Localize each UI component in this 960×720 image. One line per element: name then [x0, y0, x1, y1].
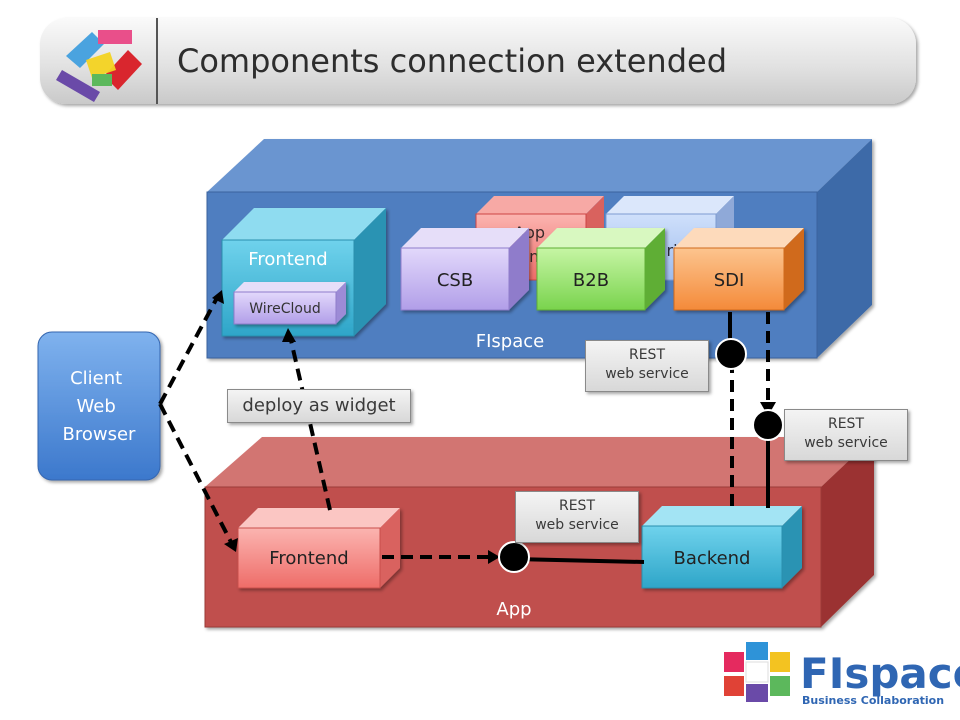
client-to-fispace-connector — [158, 295, 220, 405]
arrowhead-icon — [212, 290, 224, 304]
brand-arrows-icon — [56, 30, 142, 102]
fispace-logo-mark-icon — [724, 642, 790, 702]
rest-right-line2: web service — [804, 435, 888, 451]
rest-bottom-line1: REST — [558, 498, 595, 514]
csb-box — [400, 228, 529, 311]
backend-label: Backend — [674, 548, 751, 569]
logo-name: FIspace — [800, 649, 960, 698]
app-frontend-box — [237, 508, 400, 589]
frontend-to-wirecloud-connector — [288, 335, 332, 511]
csb-label: CSB — [437, 270, 473, 291]
rest-web-service-callout-bottom: REST web service — [515, 491, 639, 543]
arrowhead-icon — [488, 550, 500, 564]
arrowhead-icon — [282, 328, 296, 342]
fispace-frontend-label: Frontend — [248, 249, 327, 270]
rest-top-line2: web service — [605, 366, 689, 382]
rest-right-line1: REST — [827, 416, 864, 432]
backend-box — [641, 506, 802, 589]
connectors — [158, 290, 776, 564]
rest-to-backend-line — [513, 557, 645, 564]
rest-node-bottom — [498, 541, 530, 573]
rest-top-line1: REST — [628, 347, 665, 363]
title-bar: Components connection extended — [40, 18, 916, 104]
app-frontend-label: Frontend — [269, 548, 348, 569]
rest-web-service-callout-right: REST web service — [784, 409, 908, 461]
wirecloud-box — [233, 282, 346, 325]
sdi-label: SDI — [714, 270, 745, 291]
deploy-as-widget-callout: deploy as widget — [227, 389, 411, 423]
slide-title: Components connection extended — [177, 42, 727, 80]
interface-nodes — [498, 338, 784, 573]
sdi-box — [673, 228, 804, 311]
b2b-box — [536, 228, 665, 311]
arrowhead-icon — [224, 538, 238, 552]
rest-node-right — [752, 409, 784, 441]
deploy-as-widget-text: deploy as widget — [242, 395, 396, 416]
fispace-label: FIspace — [476, 331, 544, 352]
logo-tagline: Business Collaboration — [802, 694, 944, 707]
b2b-label: B2B — [573, 270, 609, 291]
client-browser-label: Client Web Browser — [63, 368, 137, 445]
rest-node-top — [715, 338, 747, 370]
wirecloud-label: WireCloud — [249, 301, 320, 317]
rest-web-service-callout-top: REST web service — [585, 340, 709, 392]
back-box-right-text: ri — [666, 241, 677, 260]
rest-bottom-line2: web service — [535, 517, 619, 533]
client-to-app-connector — [158, 403, 234, 545]
fispace-logo: FIspace Business Collaboration — [724, 642, 960, 707]
app-label: App — [496, 599, 531, 620]
